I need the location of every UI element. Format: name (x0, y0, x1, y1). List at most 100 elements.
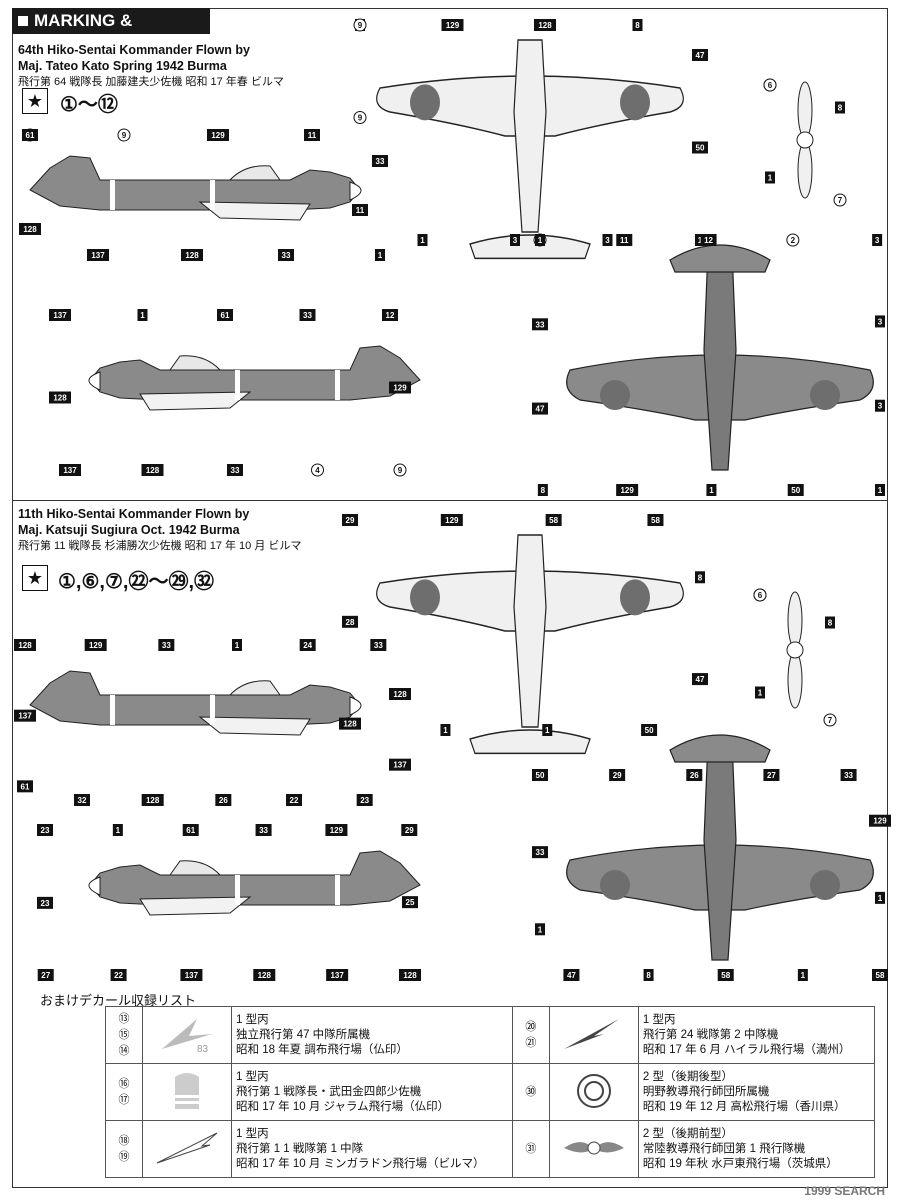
callout-label: 129 (325, 824, 348, 836)
svg-text:29: 29 (613, 771, 622, 780)
callout-label: 1 (417, 234, 428, 246)
svg-text:1: 1 (116, 826, 121, 835)
svg-text:9: 9 (358, 114, 363, 123)
svg-text:1: 1 (768, 174, 773, 183)
callout-label: 33 (370, 639, 387, 651)
callout-label: 58 (872, 969, 888, 981)
callout-label: 23 (37, 896, 53, 909)
svg-text:26: 26 (219, 796, 228, 805)
callout-label: 128 (253, 969, 276, 981)
svg-text:128: 128 (538, 21, 552, 30)
decal-description-line: 2 型（後期前型） (642, 1127, 734, 1140)
svg-text:137: 137 (63, 466, 77, 475)
callout-label: 61 (17, 780, 33, 793)
svg-text:33: 33 (374, 641, 383, 650)
svg-text:29: 29 (405, 826, 414, 835)
svg-text:128: 128 (23, 225, 37, 234)
callout-label: 27 (763, 769, 780, 781)
callout-label: 23 (356, 794, 373, 806)
svg-text:24: 24 (303, 641, 312, 650)
svg-text:33: 33 (162, 641, 171, 650)
scheme1-title-en-2: Maj. Tateo Kato Spring 1942 Burma (18, 59, 227, 73)
callout-label: 29 (609, 769, 626, 781)
callout-label: 3 (875, 399, 885, 412)
decal-number-cell: ㉛ (511, 1120, 550, 1178)
section-header: MARKING & PAINTING (12, 8, 210, 56)
decal-description: 1 型丙飛行第 1 戦隊長・武田金四郎少佐機昭和 17 年 10 月 ジャラム飛… (231, 1063, 513, 1121)
svg-text:128: 128 (53, 394, 67, 403)
svg-text:8: 8 (541, 486, 546, 495)
svg-text:50: 50 (696, 144, 705, 153)
scheme1-propeller (796, 81, 814, 199)
callout-label: 1 (440, 724, 451, 736)
svg-text:47: 47 (696, 675, 705, 684)
svg-text:33: 33 (282, 251, 291, 260)
callout-label: 47 (563, 969, 580, 981)
svg-text:1: 1 (545, 726, 550, 735)
svg-text:129: 129 (445, 516, 459, 525)
callout-label: 2 (786, 233, 800, 247)
scheme2-top-view (375, 534, 685, 755)
section-title: MARKING & PAINTING (34, 11, 133, 56)
callout-label: 33 (372, 155, 388, 167)
svg-text:128: 128 (258, 971, 272, 980)
callout-label: 11 (304, 129, 320, 141)
callout-label: 1 (375, 249, 385, 261)
svg-text:3: 3 (878, 317, 883, 326)
decal-number: ⑬ (118, 1013, 130, 1025)
svg-text:58: 58 (721, 971, 730, 980)
svg-text:12: 12 (386, 311, 395, 320)
scheme2-side-view-left (29, 670, 362, 736)
svg-text:137: 137 (393, 761, 407, 770)
svg-text:128: 128 (393, 690, 407, 699)
decal-description-line: 1 型丙 (236, 1070, 269, 1083)
callout-label: 50 (692, 141, 708, 154)
callout-label: 1 (755, 686, 765, 699)
decal-description: 1 型丙飛行第 24 戦隊第 2 中隊機昭和 17 年 6 月 ハイラル飛行場（… (637, 1006, 876, 1064)
callout-label: 128 (339, 717, 361, 730)
decal-description-line: 飛行第 1 1 戦隊第 1 中隊 (236, 1142, 364, 1155)
decal-description-line: 明野教導飛行師団所属機 (642, 1085, 770, 1098)
svg-text:2: 2 (791, 236, 796, 245)
svg-text:27: 27 (41, 971, 50, 980)
callout-label: 33 (255, 824, 272, 836)
callout-label: 1 (797, 969, 808, 981)
callout-label: 3 (602, 234, 613, 246)
round-emblem-marking-icon (548, 1063, 639, 1121)
svg-text:1: 1 (709, 486, 714, 495)
callout-label: 3 (875, 315, 885, 328)
callout-label: 137 (49, 309, 71, 321)
svg-text:6: 6 (768, 81, 773, 90)
callout-label: 8 (537, 484, 548, 496)
svg-text:1: 1 (878, 894, 883, 903)
callout-label: 137 (389, 758, 411, 771)
svg-text:11: 11 (620, 236, 629, 245)
svg-text:58: 58 (549, 516, 558, 525)
scheme2-title-jp: 飛行第 11 戦隊長 杉浦勝次少佐機 昭和 17 年 10 月 ビルマ (18, 540, 302, 552)
watermark: 1999 SEARCH (804, 1184, 885, 1198)
callout-label: 129 (207, 129, 229, 141)
svg-text:129: 129 (393, 384, 407, 393)
decal-description: 1 型丙独立飛行第 47 中隊所属機昭和 18 年夏 調布飛行場（仏印） (231, 1006, 513, 1064)
svg-text:58: 58 (876, 971, 885, 980)
callout-label: 22 (286, 794, 302, 806)
callout-label: 1 (542, 724, 553, 736)
decal-description-line: 昭和 18 年夏 調布飛行場（仏印） (236, 1043, 408, 1056)
callout-label: 7 (833, 193, 847, 207)
svg-text:137: 137 (91, 251, 105, 260)
decal-description-line: 1 型丙 (642, 1013, 676, 1026)
svg-text:137: 137 (185, 971, 199, 980)
svg-text:33: 33 (536, 848, 545, 857)
svg-text:8: 8 (828, 619, 833, 628)
callout-label: 28 (342, 615, 358, 628)
svg-text:47: 47 (536, 405, 545, 414)
decal-description-line: 1 型丙 (236, 1127, 269, 1140)
decal-description-line: 昭和 19 年秋 水戸東飛行場（茨城県） (642, 1157, 838, 1170)
callout-label: 27 (37, 969, 54, 981)
decal-description-line: 2 型（後期後型） (642, 1070, 734, 1083)
callout-label: 8 (643, 969, 654, 981)
callout-label: 33 (299, 309, 316, 321)
